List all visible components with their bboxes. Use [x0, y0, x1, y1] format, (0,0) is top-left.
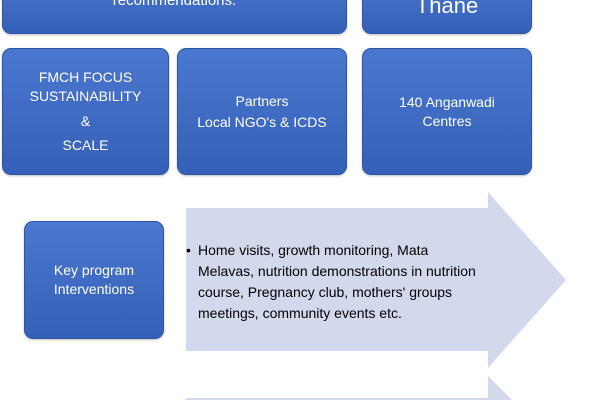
focus-box-line-2: SUSTAINABILITY: [29, 87, 142, 104]
top-right-box-text: Thane: [415, 0, 479, 19]
focus-box-line-3: &: [80, 112, 91, 129]
centres-box: 140 Anganwadi Centres: [362, 48, 532, 175]
top-left-box: recommendations.: [2, 0, 347, 34]
interventions-arrow: [186, 192, 566, 368]
partners-box: Partners Local NGO's & ICDS: [177, 48, 347, 175]
partners-box-line-1: Partners: [235, 92, 289, 109]
bullet-icon: •: [186, 242, 191, 258]
top-left-box-text: recommendations.: [112, 0, 237, 9]
centres-box-line-2: Centres: [422, 112, 472, 129]
interventions-arrow-text: • Home visits, growth monitoring, Mata M…: [186, 240, 476, 324]
partners-box-line-2: Local NGO's & ICDS: [197, 113, 327, 130]
interventions-list-text: Home visits, growth monitoring, Mata Mel…: [198, 242, 476, 321]
focus-box-line-4: SCALE: [62, 137, 109, 154]
top-right-box: Thane: [362, 0, 532, 34]
next-arrow-partial: [186, 376, 512, 400]
focus-box: FMCH FOCUS SUSTAINABILITY & SCALE: [2, 48, 169, 175]
key-interventions-box: Key program Interventions: [24, 221, 164, 339]
centres-box-line-1: 140 Anganwadi: [399, 93, 495, 110]
focus-box-line-1: FMCH FOCUS: [38, 68, 133, 85]
key-box-line-1: Key program: [53, 262, 135, 279]
key-box-line-2: Interventions: [53, 281, 135, 297]
